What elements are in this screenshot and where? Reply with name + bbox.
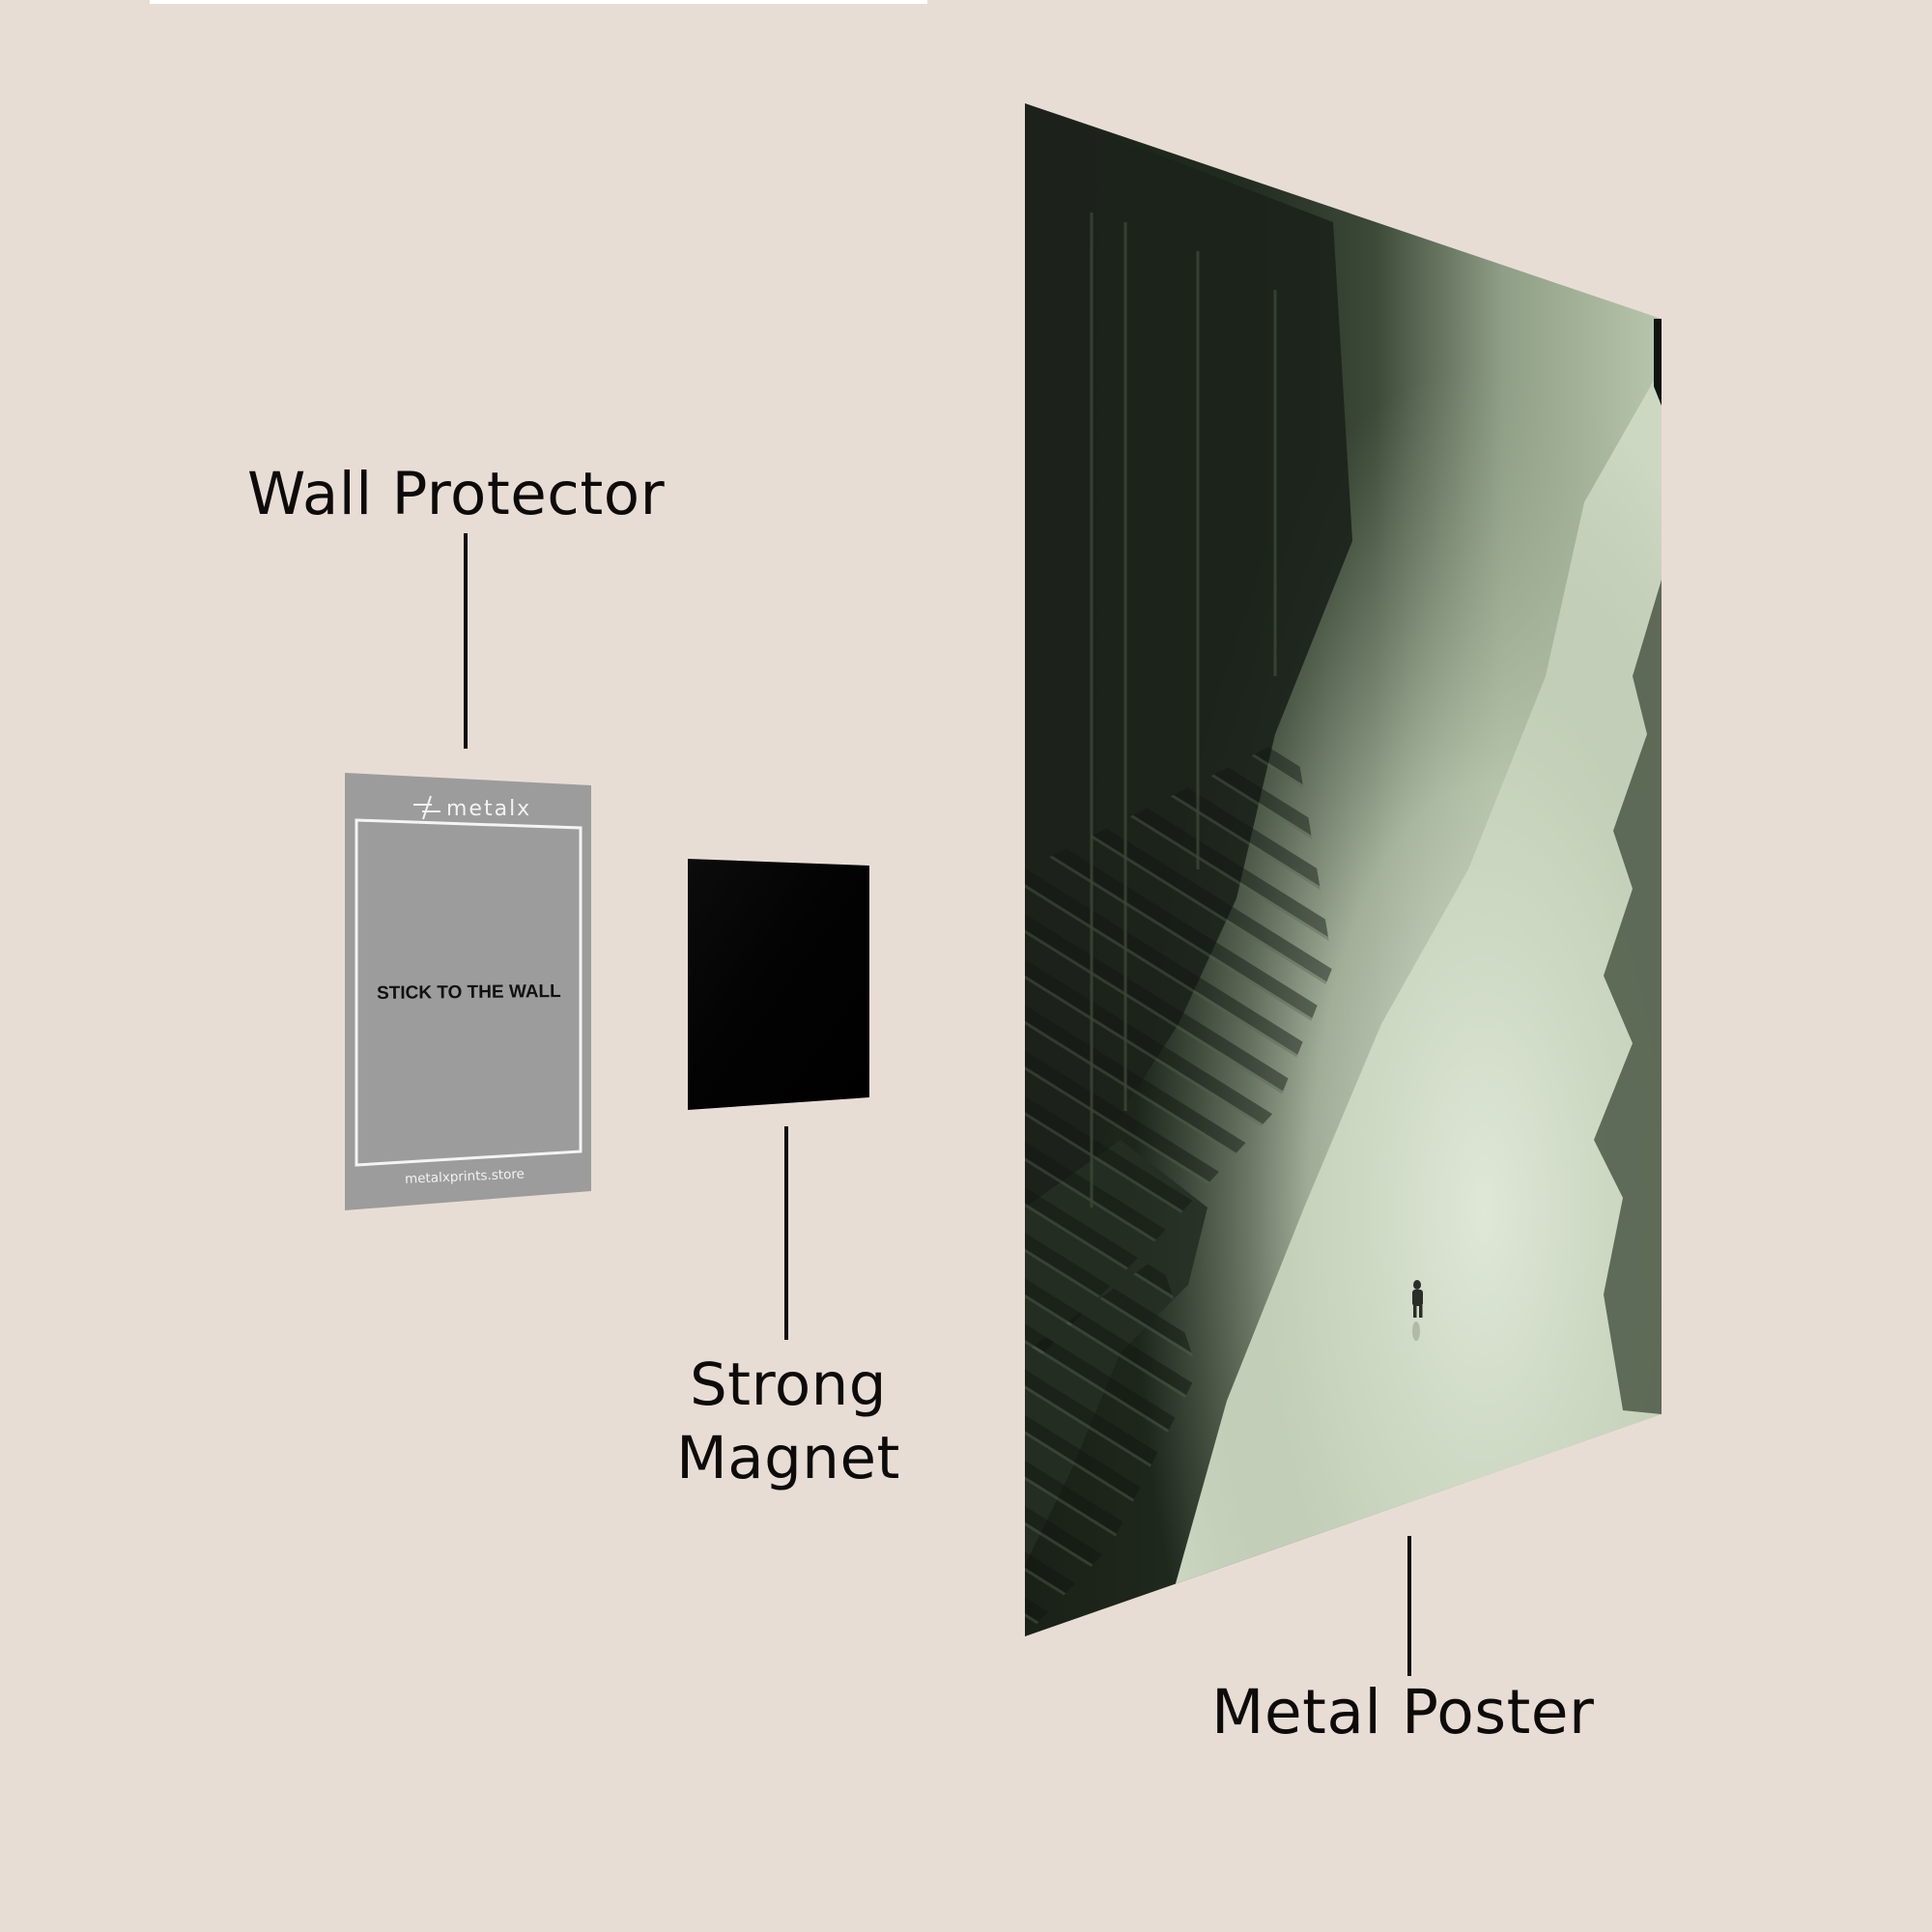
strong-magnet-leader-line (784, 1126, 788, 1340)
top-strip (150, 0, 927, 4)
wall-protector-leader-line (464, 533, 468, 749)
metal-poster (1025, 103, 1662, 1636)
wall-protector-label: Wall Protector (247, 460, 666, 528)
strong-magnet (688, 859, 869, 1110)
protector-instruction: STICK TO THE WALL (377, 981, 561, 1004)
protector-website: metalxprints.store (405, 1166, 526, 1186)
strong-magnet-label-line2: Magnet (676, 1424, 900, 1492)
strong-magnet-label: Strong Magnet (667, 1349, 910, 1495)
metal-poster-leader-line (1407, 1536, 1411, 1676)
strong-magnet-label-line1: Strong (689, 1350, 888, 1419)
protector-brand: metalx (446, 797, 531, 821)
protector-inner-frame (355, 818, 582, 1167)
lone-figure (1412, 1280, 1423, 1341)
wall-protector-card: metalx STICK TO THE WALL metalxprints.st… (345, 773, 591, 1210)
metal-poster-label: Metal Poster (1211, 1677, 1595, 1747)
protector-plate (345, 773, 591, 1210)
metalx-logo-icon (413, 795, 440, 820)
